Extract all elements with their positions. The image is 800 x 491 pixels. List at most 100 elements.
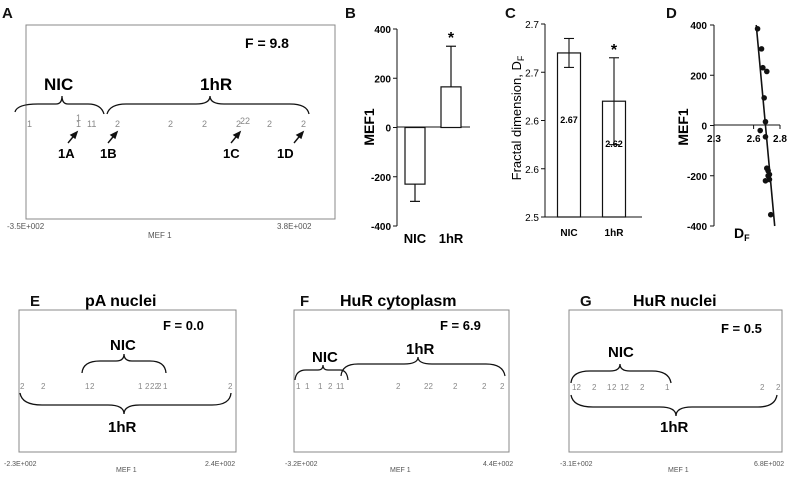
cluster-mark: 1 [138,382,143,391]
axis-min: -3.5E+002 [7,222,45,231]
cluster-mark: 2 [328,382,333,391]
cluster-mark: 2 [228,382,233,391]
cluster-mark: 1 [607,383,612,392]
group-label-nic: NIC [608,344,634,361]
panel-letter: A [2,5,13,22]
panel-letter: F [300,293,309,310]
cluster-mark: 2 [267,119,272,129]
y-axis-label: MEF1 [361,108,377,146]
category-label: 1hR [439,231,464,246]
y-axis-label: Fractal dimension, DF [509,55,526,180]
data-point [761,95,767,101]
cluster-mark: 2 [157,382,162,391]
axis-max: 2.4E+002 [205,461,235,468]
data-point [758,46,765,52]
cluster-mark: 11 [336,382,345,391]
cluster-mark: 11 [87,119,96,129]
panel-letter: G [580,293,592,310]
cluster-mark: 2 [236,119,241,129]
category-label: NIC [560,228,577,239]
axis-label: MEF 1 [148,231,172,240]
axis-label: MEF 1 [668,467,689,474]
significance-mark: * [448,30,455,47]
cluster-mark: 2 [145,382,150,391]
nic-bracket [570,363,672,384]
cluster-mark: 12 [572,383,581,392]
1hr-bracket [570,394,778,417]
panel-letter: C [505,5,516,22]
y-axis-label: MEF1 [675,108,691,146]
data-point [762,177,769,184]
trend-line [755,24,776,227]
panel-f: F HuR cytoplasm F = 6.9 NIC 1hR 1 1 1 2 … [285,293,513,474]
bar-value-label: 2.67 [560,115,578,125]
cluster-mark: 12 [620,383,629,392]
cluster-mark: 1 [76,119,81,129]
y-tick-label: 400 [690,21,707,32]
callout-label: 1B [100,146,117,161]
y-tick-label: 400 [374,25,391,36]
significance-mark: * [611,42,618,59]
axis-min: -3.2E+002 [285,461,318,468]
y-tick-label: 2.7 [525,20,539,31]
plot-frame [568,309,783,453]
bar [440,86,462,129]
cluster-mark: 1 [665,383,670,392]
cluster-mark: 22 [240,116,250,126]
plot-frame [25,24,336,220]
x-tick-label: 2.6 [747,134,761,145]
f-statistic: F = 0.0 [163,318,204,333]
cluster-mark: 2 [115,119,120,129]
cluster-mark: 2 [640,383,645,392]
axis-label: MEF 1 [116,467,137,474]
cluster-mark: 1 [296,382,301,391]
bar [556,52,582,218]
nic-bracket [14,95,105,115]
panel-title: pA nuclei [85,293,156,310]
plot-frame [293,309,510,453]
arrowhead [295,130,305,140]
group-label-1hr: 1hR [660,419,689,436]
group-label-1hr: 1hR [406,341,435,358]
cluster-mark: 2 [202,119,207,129]
axis-max: 3.8E+002 [277,222,312,231]
cluster-mark: 1 [318,382,323,391]
data-point [762,118,769,125]
cluster-mark: 2 [592,383,597,392]
bar [404,126,426,185]
group-label-nic: NIC [44,75,73,94]
cluster-mark: 2 [500,382,505,391]
arrowhead [69,130,79,140]
data-point [754,25,761,32]
axis-min: -3.1E+002 [560,461,593,468]
plot-frame [18,309,237,453]
y-tick-label: 2.6 [525,165,539,176]
panel-letter: D [666,5,677,22]
1hr-bracket [340,356,506,377]
cluster-mark: 2 [482,382,487,391]
f-statistic: F = 6.9 [440,318,481,333]
data-point [764,68,770,75]
data-point [765,172,771,179]
category-label: 1hR [605,228,625,239]
cluster-mark: 1 [85,382,90,391]
cluster-mark: 1 [27,119,32,129]
cluster-mark: 2 [20,382,25,391]
cluster-mark: 2 [90,382,95,391]
panel-title: HuR cytoplasm [340,293,456,310]
y-tick-label: 2.7 [525,68,539,79]
y-tick-label: 2.5 [525,213,539,224]
axis-max: 6.8E+002 [754,461,784,468]
1hr-bracket [19,392,232,415]
y-tick-label: -400 [687,222,707,233]
data-point [760,64,766,71]
group-label-nic: NIC [110,337,136,354]
group-label-nic: NIC [312,349,338,366]
group-label-1hr: 1hR [200,75,232,94]
callout-label: 1D [277,146,294,161]
panel-a: A F = 9.8 NIC 1hR 1 1 11 1 2 2 2 2 22 2 … [2,5,336,240]
x-tick-label: 2.8 [773,134,787,145]
